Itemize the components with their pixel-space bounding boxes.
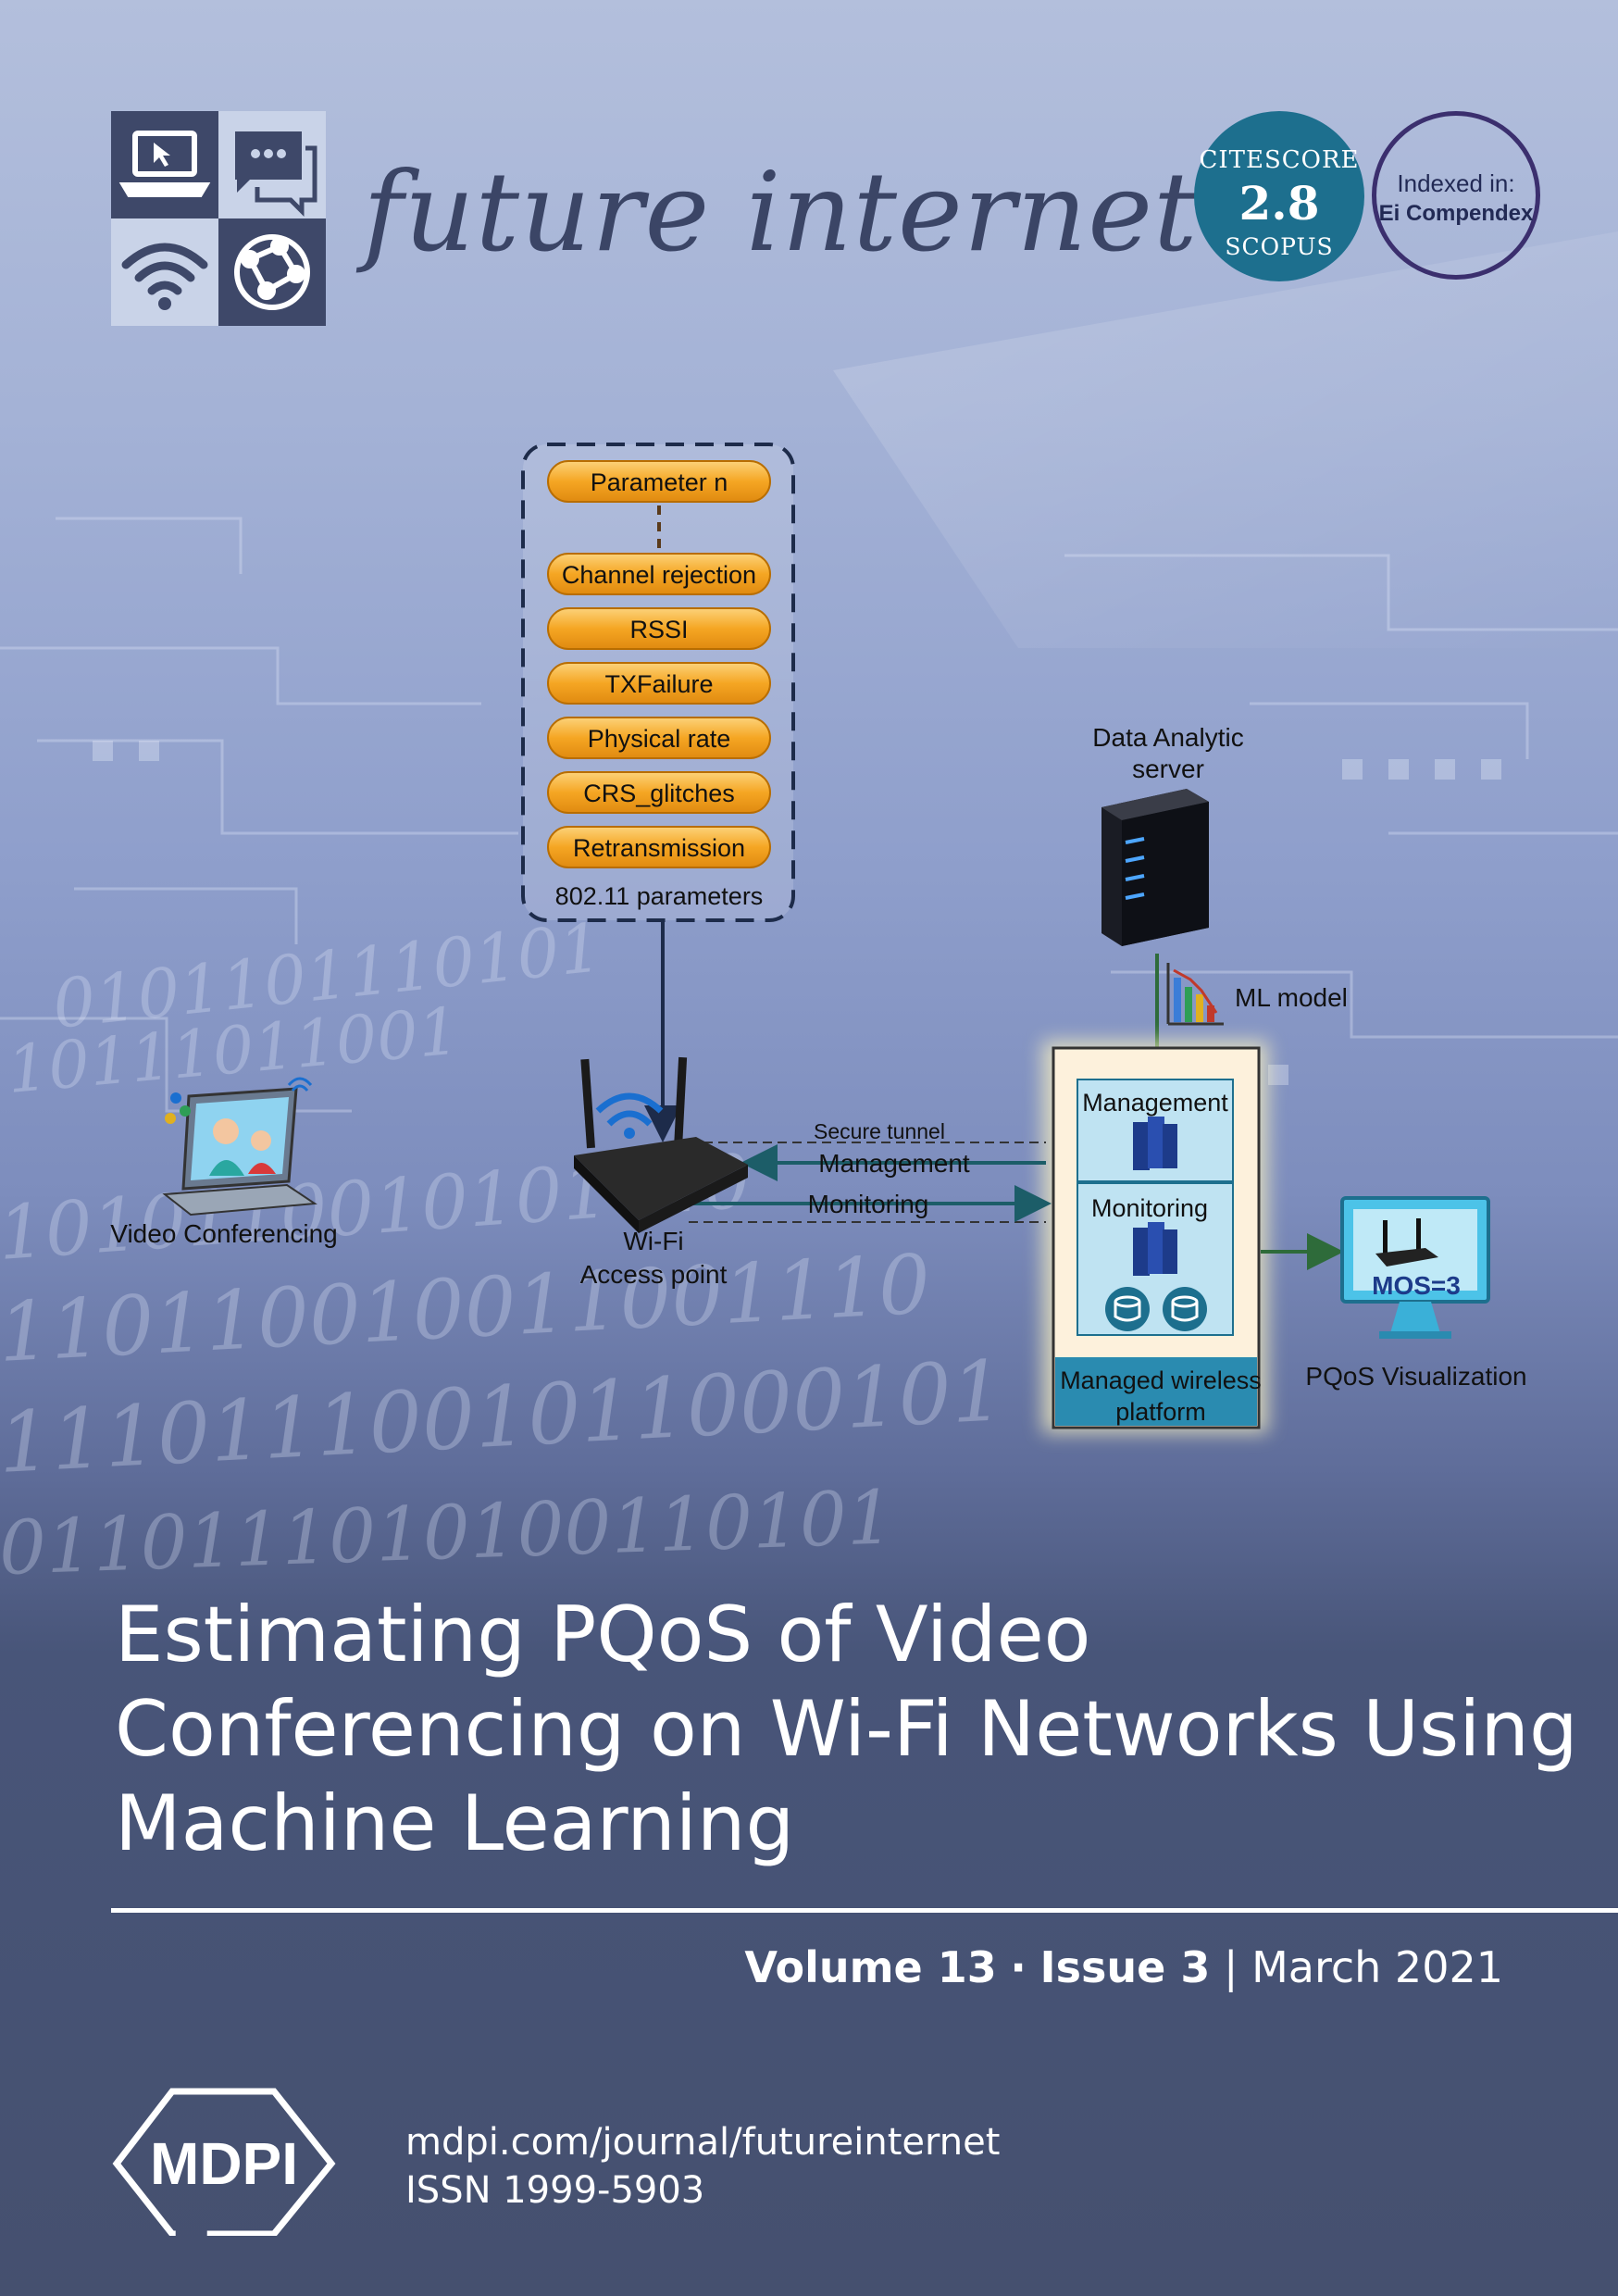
issn: ISSN 1999-5903 [405,2169,705,2212]
platform-label: Managed wireless [1060,1366,1262,1394]
issue-info: Volume 13 · Issue 3 | March 2021 [744,1942,1503,1992]
param-pill [547,826,771,868]
wifi-icon [121,243,208,310]
database-icon [1163,1287,1207,1331]
router-icon [574,1056,748,1233]
issue-date: March 2021 [1251,1942,1503,1992]
management-server-icon [1133,1117,1177,1170]
globe-network-icon [234,234,310,310]
date-separator: | [1223,1942,1238,1992]
server-label: server [1132,755,1204,783]
indexed-badge: Indexed in: Ei Compendex [1372,111,1540,280]
monitoring-server-icon [1133,1222,1177,1276]
platform-footer-band [1055,1357,1257,1426]
article-title-line: Machine Learning [115,1778,795,1868]
article-title-line: Estimating PQoS of Video [115,1590,1091,1679]
param-pill [547,662,771,705]
ap-label: Wi-Fi [623,1227,683,1255]
article-title: Estimating PQoS of Video Conferencing on… [115,1588,1578,1871]
citescore-source: SCOPUS [1225,233,1334,260]
param-label: TXFailure [604,670,713,698]
platform-monitoring-label: Monitoring [1091,1194,1208,1222]
ml-model-label: ML model [1235,983,1348,1012]
pqos-label: PQoS Visualization [1305,1362,1526,1391]
parameter-pills: Parameter n Channel rejection RSSI TXFai… [547,460,771,868]
video-conferencing-icon [162,1077,317,1217]
param-pill [547,607,771,650]
ap-label: Access point [580,1260,728,1289]
mdpi-logo-text: MDPI [150,2130,298,2197]
param-label: CRS_glitches [583,780,735,807]
platform-label: platform [1115,1398,1206,1426]
mdpi-logo: MDPI [112,2088,336,2236]
volume-label: Volume 13 [744,1942,997,1992]
database-icon [1105,1287,1150,1331]
param-label: Parameter n [591,468,728,496]
citescore-label: CITESCORE [1199,146,1360,174]
publisher-info: mdpi.com/journal/futureinternet ISSN 199… [405,2118,1000,2215]
param-pill [547,771,771,814]
system-diagram: Parameter n Channel rejection RSSI TXFai… [110,443,1527,1433]
issue-label: Issue 3 [1039,1942,1211,1992]
citescore-value: 2.8 [1238,176,1320,231]
citescore-badge: CITESCORE 2.8 SCOPUS [1194,111,1364,281]
param-label: Physical rate [588,725,731,753]
param-label: Channel rejection [562,561,756,589]
chat-icon [235,131,317,218]
journal-title: future internet [363,148,1199,276]
platform-management-label: Management [1082,1089,1228,1117]
issue-separator: · [1010,1942,1027,1992]
circuit-background: 0101101110101 10111011001 10101100101010… [0,231,1618,1591]
video-conferencing-label: Video Conferencing [110,1219,337,1248]
article-title-line: Conferencing on Wi-Fi Networks Using [115,1684,1578,1774]
secure-tunnel-label: Secure tunnel [814,1119,945,1143]
server-label: Data Analytic [1092,723,1243,752]
indexed-label: Indexed in: [1397,169,1515,197]
binary-text-6: 0110111010100110101 [0,1474,895,1591]
param-label: Retransmission [573,834,745,862]
management-arrow-label: Management [818,1149,970,1178]
param-label: RSSI [629,616,688,643]
pqos-monitor-icon [1340,1196,1490,1339]
param-pill [547,553,771,595]
param-pill [547,717,771,759]
server-icon [1101,789,1209,946]
laptop-icon [118,131,211,197]
monitoring-arrow-label: Monitoring [808,1190,929,1218]
title-divider [111,1908,1618,1913]
param-pill [547,460,771,503]
parameters-caption: 802.11 parameters [555,882,764,910]
ml-chart-icon [1166,963,1224,1026]
journal-url[interactable]: mdpi.com/journal/futureinternet [405,2121,1001,2164]
journal-logo [111,111,326,326]
mos-label: MOS=3 [1372,1271,1461,1300]
indexed-name: Ei Compendex [1378,201,1534,226]
